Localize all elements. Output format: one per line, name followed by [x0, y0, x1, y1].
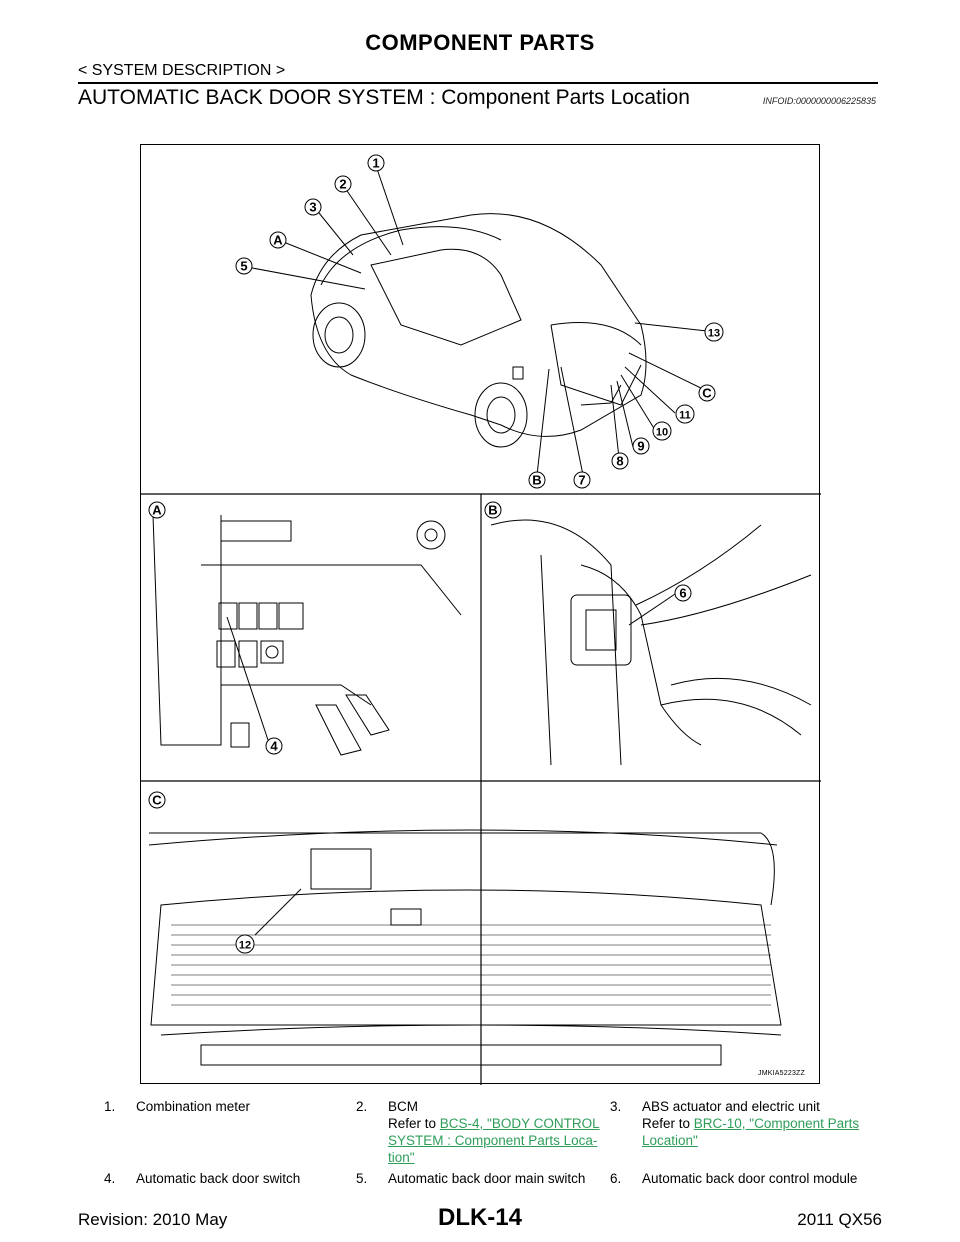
callout-11: 11: [675, 404, 695, 424]
svg-text:B: B: [532, 473, 541, 488]
figure-code: JMKIA5223ZZ: [758, 1070, 805, 1077]
callout-12: 12: [235, 934, 255, 954]
callout-7: 7: [573, 471, 591, 489]
svg-text:8: 8: [616, 454, 623, 469]
svg-text:9: 9: [637, 439, 644, 454]
callout-b: B: [528, 471, 546, 489]
callout-6: 6: [674, 584, 692, 602]
svg-text:4: 4: [270, 739, 278, 754]
header-rule: [78, 82, 878, 84]
link-bcs-4-line2[interactable]: SYSTEM : Component Parts Loca-: [388, 1133, 598, 1148]
link-bcs-4[interactable]: BCS-4, "BODY CONTROL: [439, 1116, 600, 1131]
callout-1: 1: [367, 154, 385, 172]
svg-text:A: A: [152, 503, 162, 518]
panel-label-a: A: [148, 501, 166, 519]
callout-13: 13: [704, 322, 724, 342]
svg-text:C: C: [152, 793, 162, 808]
callout-5: 5: [235, 257, 253, 275]
callout-10: 10: [652, 421, 672, 441]
section-title: AUTOMATIC BACK DOOR SYSTEM : Component P…: [78, 86, 690, 109]
callout-4: 4: [265, 737, 283, 755]
link-brc-10[interactable]: BRC-10, "Component Parts: [693, 1116, 860, 1131]
svg-text:6: 6: [679, 586, 686, 601]
svg-text:7: 7: [578, 473, 585, 488]
svg-text:10: 10: [656, 427, 668, 439]
svg-text:2: 2: [339, 177, 346, 192]
callout-8: 8: [611, 452, 629, 470]
svg-text:3: 3: [309, 200, 316, 215]
callout-c: C: [698, 384, 716, 402]
footer-revision: Revision: 2010 May: [78, 1210, 228, 1229]
component-location-figure: 1 2 3 A 5 13 C 11 10 9 8 7 B 4 6 12 A B …: [140, 144, 821, 1085]
subsection-label: < SYSTEM DESCRIPTION >: [78, 62, 286, 79]
svg-text:1: 1: [372, 156, 379, 171]
panel-label-c: C: [148, 791, 166, 809]
svg-text:A: A: [273, 233, 283, 248]
callout-3: 3: [304, 198, 322, 216]
callout-a: A: [269, 231, 287, 249]
panel-label-b: B: [484, 501, 502, 519]
svg-text:11: 11: [679, 410, 691, 422]
link-brc-10-line2[interactable]: Location": [642, 1133, 698, 1148]
info-id: INFOID:0000000006225835: [762, 96, 876, 106]
svg-text:13: 13: [708, 328, 720, 340]
link-bcs-4-line3[interactable]: tion": [388, 1150, 415, 1165]
svg-text:5: 5: [240, 259, 247, 274]
svg-text:12: 12: [239, 940, 251, 952]
callout-2: 2: [334, 175, 352, 193]
callout-9: 9: [632, 437, 650, 455]
svg-text:B: B: [488, 503, 497, 518]
footer-page-number: DLK-14: [437, 1204, 522, 1231]
svg-text:C: C: [702, 386, 712, 401]
figure-illustration: 1 2 3 A 5 13 C 11 10 9 8 7 B 4 6 12 A B …: [141, 154, 821, 1085]
page-header-title: COMPONENT PARTS: [365, 30, 595, 55]
footer-model: 2011 QX56: [797, 1210, 882, 1229]
